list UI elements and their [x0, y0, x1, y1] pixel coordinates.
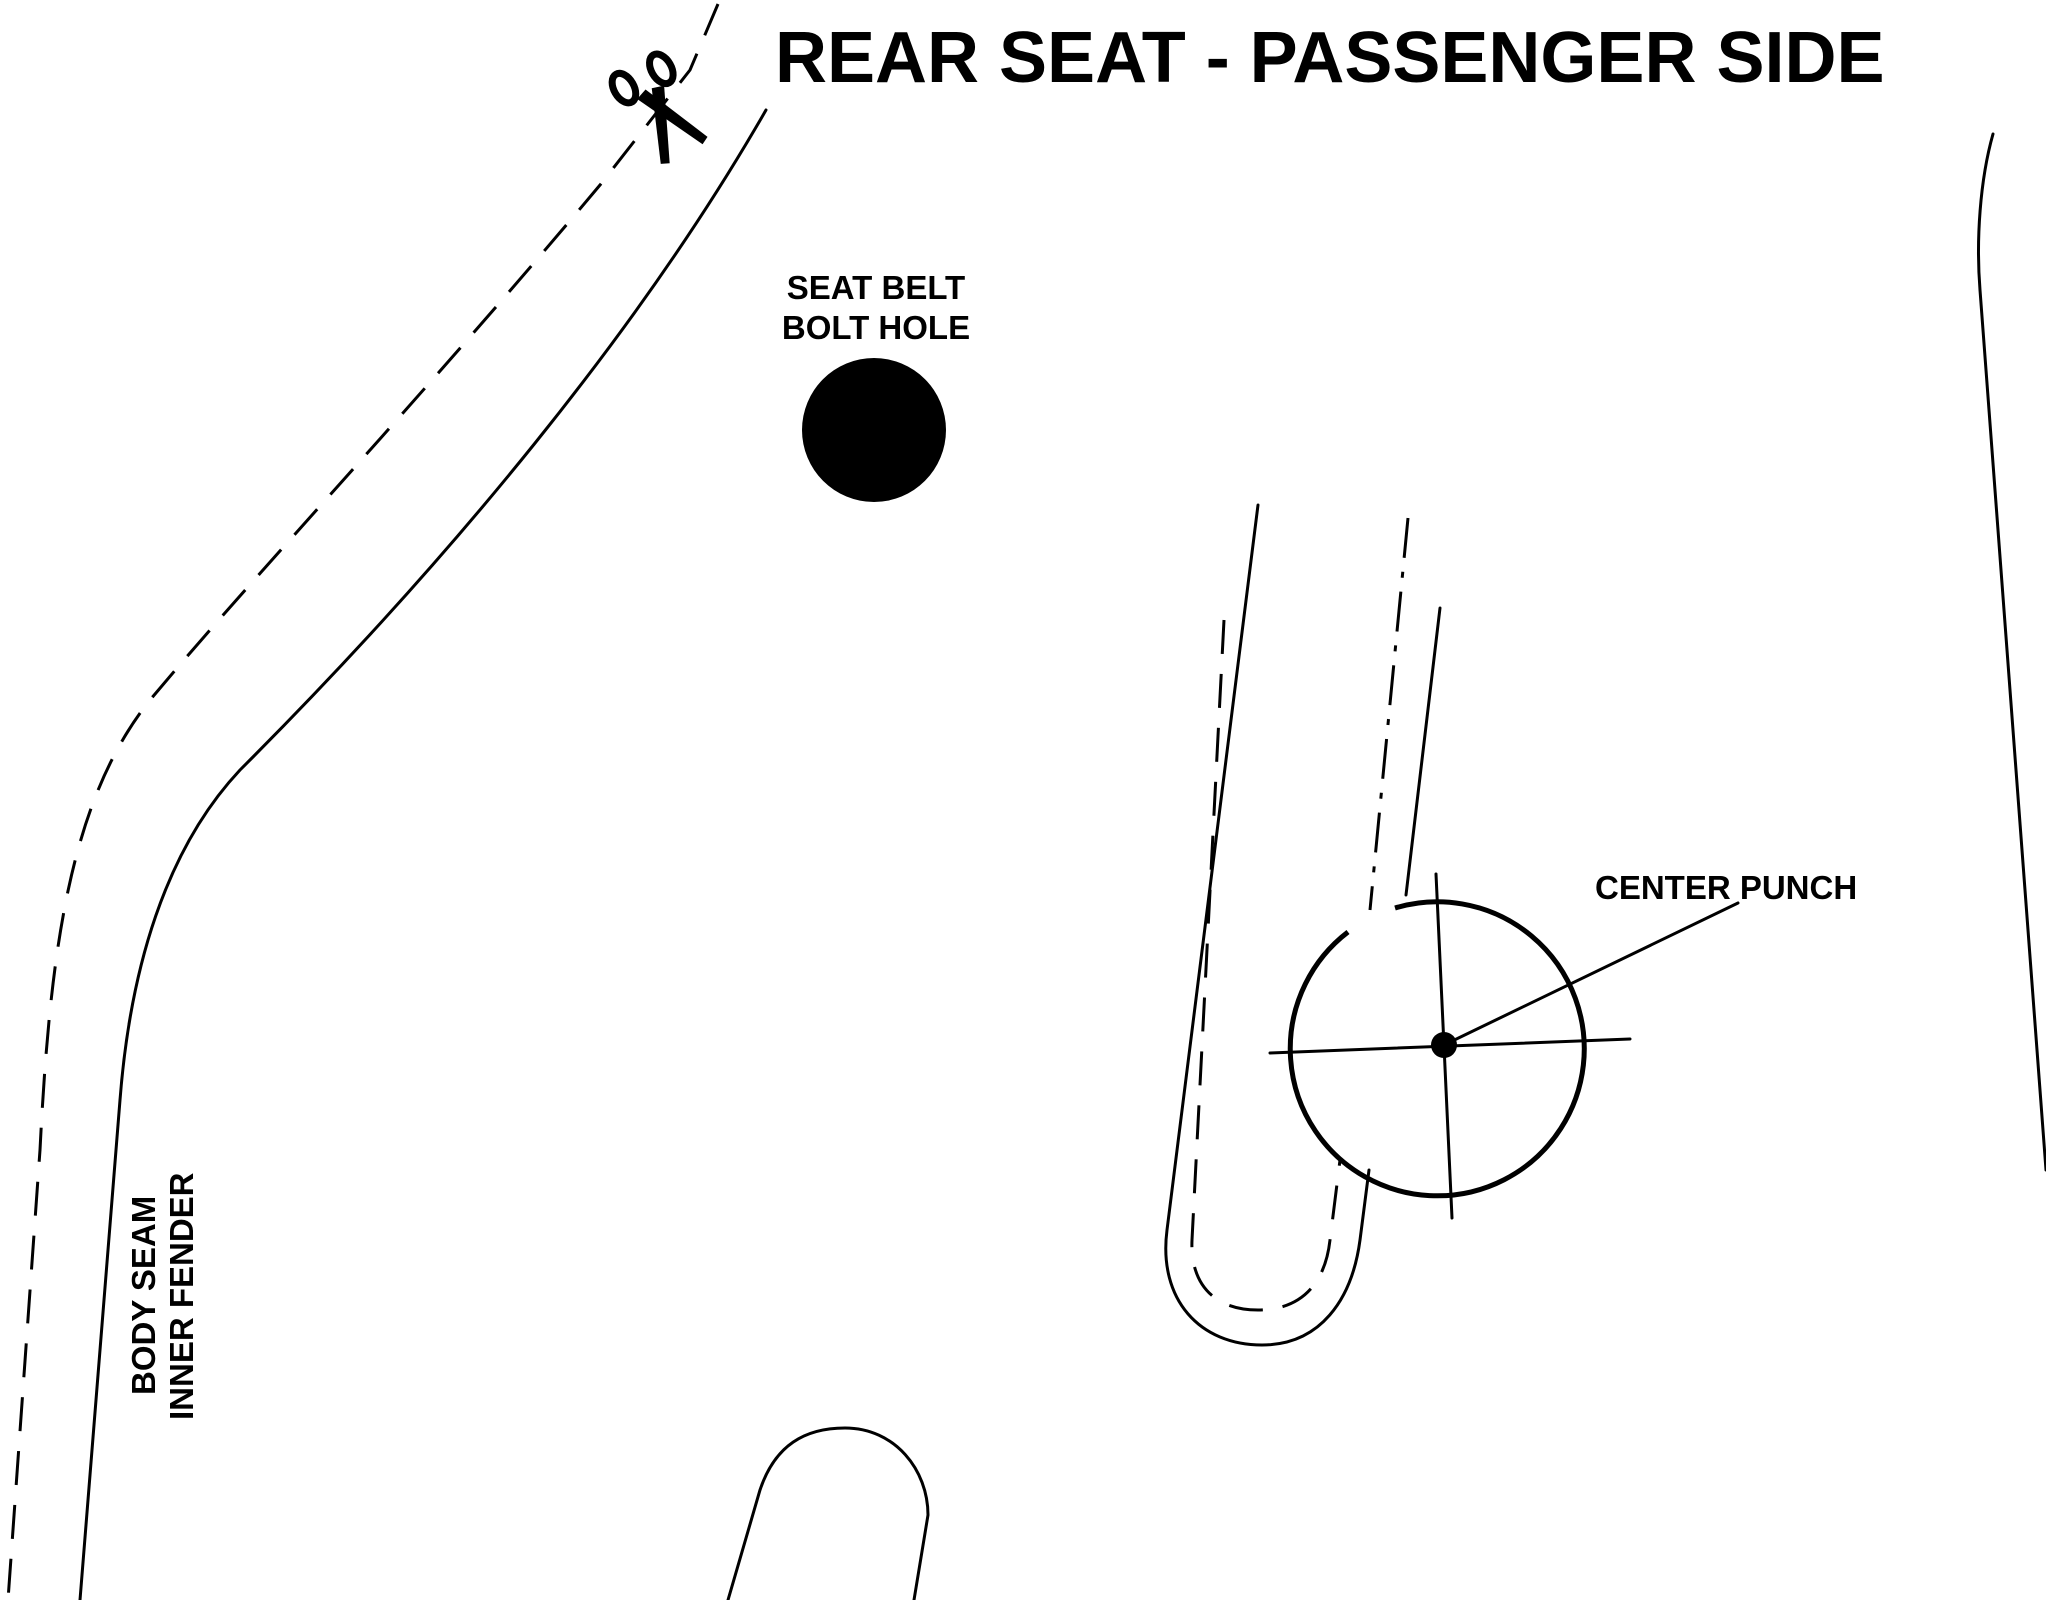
inner-fender-label-group: INNER FENDER — [163, 1172, 200, 1420]
slot-inner-right — [1368, 517, 1410, 911]
inner-fender-line — [78, 108, 768, 1600]
seat-belt-label-line2: BOLT HOLE — [782, 309, 970, 346]
right-edge-line — [1977, 132, 2046, 1172]
bottom-slot-outline — [726, 1426, 930, 1600]
center-punch-leader — [1442, 901, 1740, 1047]
slot-inner-left — [1190, 619, 1342, 1312]
seat-belt-bolt-hole — [802, 358, 946, 502]
slot-outline-right — [1404, 606, 1442, 897]
center-punch-label: CENTER PUNCH — [1595, 869, 1857, 906]
body-seam-label-group: BODY SEAM — [125, 1196, 162, 1395]
body-seam-label: BODY SEAM — [125, 1196, 162, 1395]
page-title: REAR SEAT - PASSENGER SIDE — [775, 18, 1885, 98]
seat-belt-label-line1: SEAT BELT — [787, 269, 965, 306]
cut-line-dashed — [6, 3, 720, 1600]
inner-fender-label: INNER FENDER — [163, 1172, 200, 1420]
slot-outline — [1164, 503, 1371, 1347]
scissors-icon — [608, 50, 708, 164]
